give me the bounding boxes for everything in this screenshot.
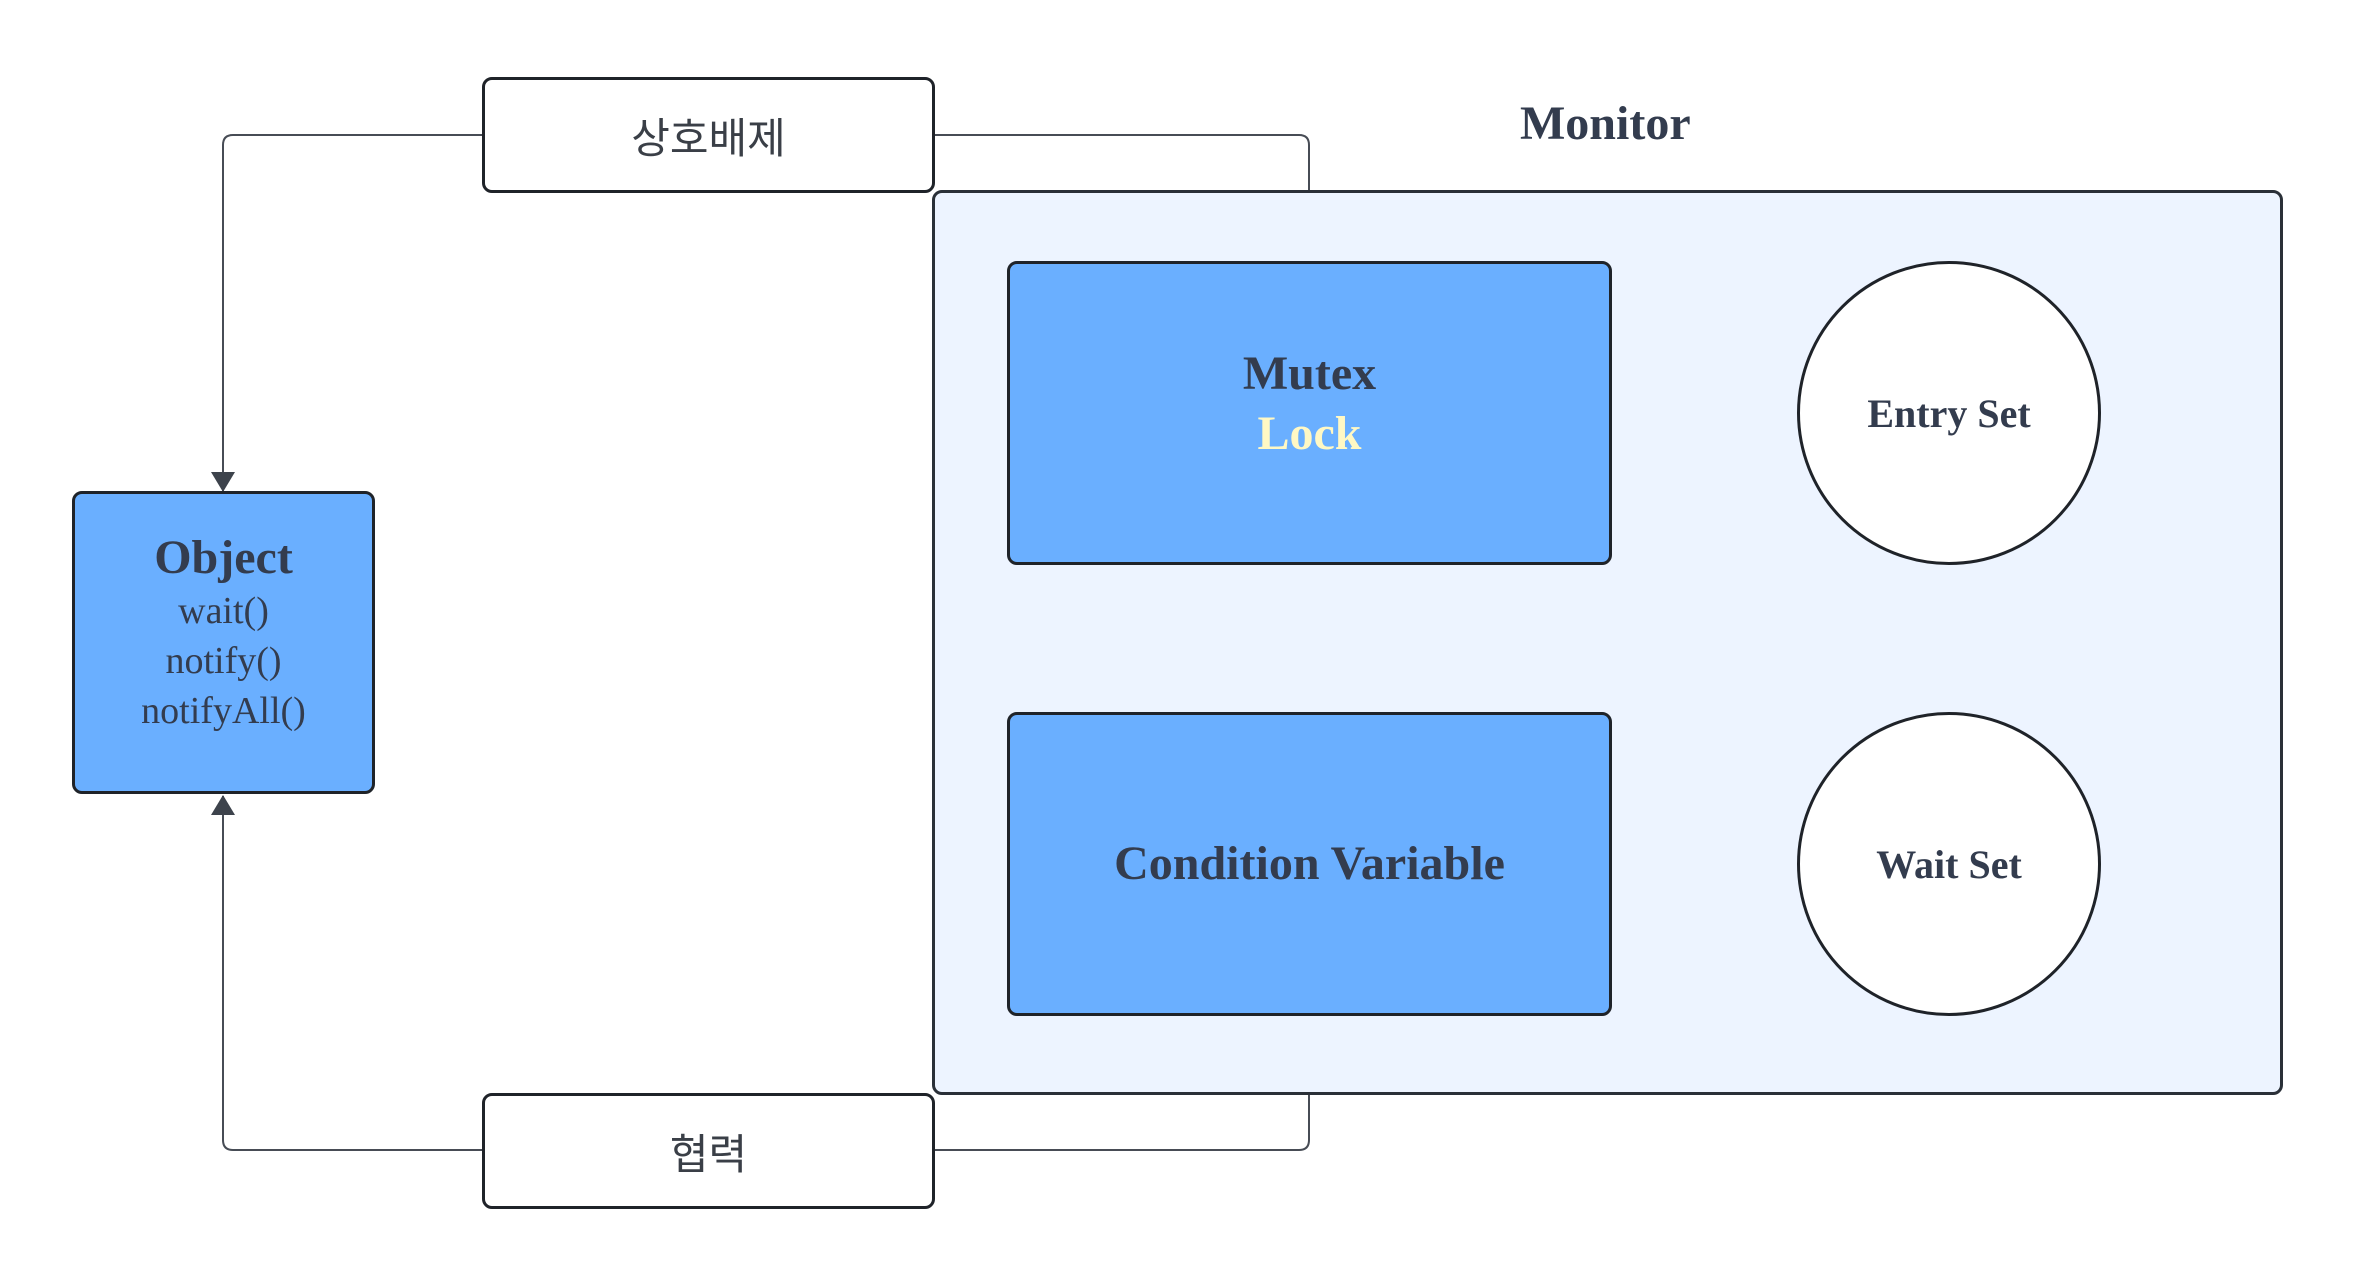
object-method-wait: wait() — [178, 590, 269, 632]
condition-variable-block: Condition Variable — [1007, 712, 1612, 1016]
mutual-exclusion-to-mutex-arrow — [934, 134, 1321, 259]
lock-label: Lock — [1257, 407, 1362, 460]
object-title: Object — [154, 531, 293, 584]
object-method-notify: notify() — [165, 640, 282, 682]
cooperation-label: 협력 — [482, 1093, 935, 1209]
cooperation-to-condition-variable-arrow — [934, 1018, 1321, 1151]
object-block: Object wait() notify() notifyAll() — [72, 491, 375, 794]
entry-set-circle: Entry Set — [1797, 261, 2101, 565]
condition-variable-label: Condition Variable — [1114, 837, 1505, 890]
wait-set-label: Wait Set — [1876, 841, 2022, 887]
mutual-exclusion-to-object-arrow — [211, 134, 483, 492]
entry-set-label: Entry Set — [1867, 390, 2031, 436]
object-method-notify-all: notifyAll() — [141, 690, 306, 732]
cooperation-to-object-arrow — [211, 795, 483, 1151]
wait-set-circle: Wait Set — [1797, 712, 2101, 1016]
mutex-lock-block: Mutex Lock — [1007, 261, 1612, 565]
mutex-label: Mutex — [1242, 347, 1377, 400]
mutual-exclusion-label: 상호배제 — [482, 77, 935, 193]
monitor-title: Monitor — [1520, 97, 1691, 150]
